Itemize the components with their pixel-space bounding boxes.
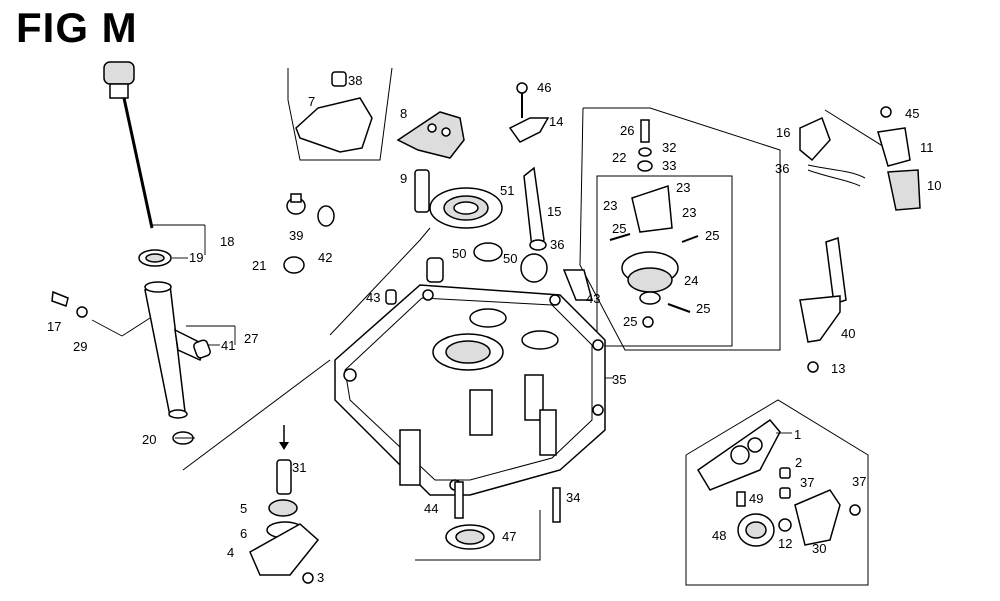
sensor-parts bbox=[799, 106, 921, 211]
callout-label: 17 bbox=[47, 319, 61, 334]
callout-label: 2 bbox=[795, 455, 802, 470]
callout-label: 39 bbox=[289, 228, 303, 243]
callout-label: 45 bbox=[905, 106, 919, 121]
crankcase bbox=[334, 284, 606, 496]
callout-label: 31 bbox=[292, 460, 306, 475]
callout-label: 13 bbox=[831, 361, 845, 376]
callout-label: 12 bbox=[778, 536, 792, 551]
callout-label: 24 bbox=[684, 273, 698, 288]
callout-label: 34 bbox=[566, 490, 580, 505]
callout-label: 33 bbox=[662, 158, 676, 173]
callout-label: 5 bbox=[240, 501, 247, 516]
callout-label: 8 bbox=[400, 106, 407, 121]
callout-label: 20 bbox=[142, 432, 156, 447]
callout-label: 41 bbox=[221, 338, 235, 353]
callout-label: 30 bbox=[812, 541, 826, 556]
callout-label: 32 bbox=[662, 140, 676, 155]
callout-label: 51 bbox=[500, 183, 514, 198]
callout-label: 14 bbox=[549, 114, 563, 129]
callout-label: 3 bbox=[317, 570, 324, 585]
callout-label: 35 bbox=[612, 372, 626, 387]
callout-label: 4 bbox=[227, 545, 234, 560]
callout-label: 36 bbox=[775, 161, 789, 176]
callout-label: 23 bbox=[603, 198, 617, 213]
callout-label: 43 bbox=[586, 291, 600, 306]
callout-label: 6 bbox=[240, 526, 247, 541]
callout-label: 37 bbox=[800, 475, 814, 490]
group-outlines bbox=[182, 67, 906, 586]
callout-label: 26 bbox=[620, 123, 634, 138]
callout-label: 23 bbox=[682, 205, 696, 220]
callout-label: 29 bbox=[73, 339, 87, 354]
callout-label: 11 bbox=[920, 140, 934, 155]
callout-label: 49 bbox=[749, 491, 763, 506]
callout-label: 27 bbox=[244, 331, 258, 346]
upper-left-parts bbox=[295, 71, 550, 159]
callout-label: 25 bbox=[612, 221, 626, 236]
figure-title: FIG M bbox=[16, 4, 138, 51]
governor-arm bbox=[799, 237, 847, 373]
callout-label: 25 bbox=[705, 228, 719, 243]
governor-assembly bbox=[609, 119, 699, 328]
callout-label: 46 bbox=[537, 80, 551, 95]
breather-group bbox=[696, 418, 861, 547]
dipstick-assembly bbox=[51, 61, 211, 445]
callout-label: 22 bbox=[612, 150, 626, 165]
leader-lines bbox=[91, 224, 792, 439]
callout-label: 40 bbox=[841, 326, 855, 341]
callout-label: 16 bbox=[776, 125, 790, 140]
bearing-parts bbox=[283, 166, 593, 305]
callout-label: 50 bbox=[452, 246, 466, 261]
callout-label: 44 bbox=[424, 501, 438, 516]
callout-label: 36 bbox=[550, 237, 564, 252]
callout-label: 7 bbox=[308, 94, 315, 109]
callout-label: 23 bbox=[676, 180, 690, 195]
callout-label: 18 bbox=[220, 234, 234, 249]
callout-label: 9 bbox=[400, 171, 407, 186]
callout-label: 1 bbox=[794, 427, 801, 442]
drain-plug-parts bbox=[249, 425, 320, 584]
callout-label: 10 bbox=[927, 178, 941, 193]
callout-label: 43 bbox=[366, 290, 380, 305]
callout-label: 21 bbox=[252, 258, 266, 273]
callout-label: 47 bbox=[502, 529, 516, 544]
callout-label: 37 bbox=[852, 474, 866, 489]
callout-labels: 38 7 8 46 14 26 32 22 33 23 23 23 25 25 … bbox=[47, 73, 941, 585]
callout-label: 15 bbox=[547, 204, 561, 219]
callout-label: 48 bbox=[712, 528, 726, 543]
lower-seal-parts bbox=[445, 481, 561, 550]
callout-label: 19 bbox=[189, 250, 203, 265]
callout-label: 25 bbox=[696, 301, 710, 316]
callout-label: 50 bbox=[503, 251, 517, 266]
callout-label: 25 bbox=[623, 314, 637, 329]
callout-label: 42 bbox=[318, 250, 332, 265]
callout-label: 38 bbox=[348, 73, 362, 88]
